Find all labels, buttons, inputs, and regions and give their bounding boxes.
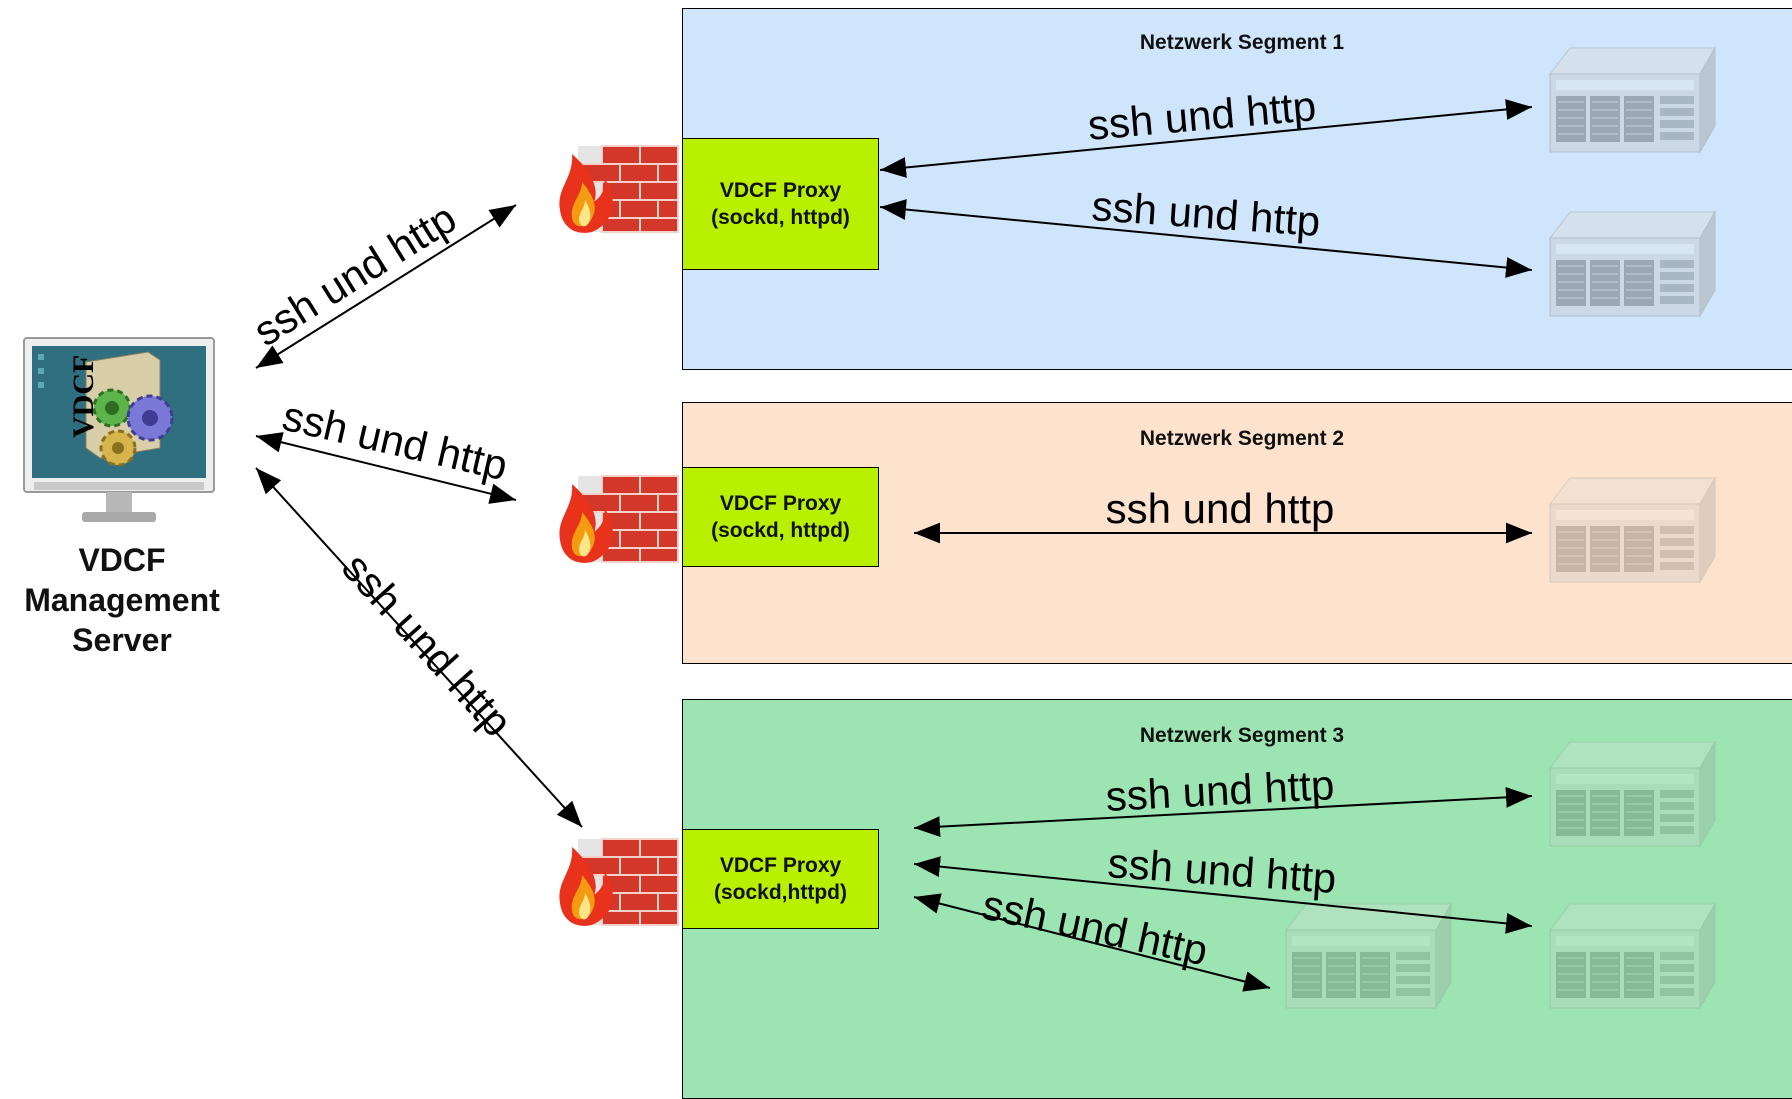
proxy-1-services: (sockd, httpd) (711, 206, 850, 229)
segment-1-server-1 (1549, 47, 1716, 153)
segment-3-proxy: VDCF Proxy (sockd,httpd) (682, 829, 879, 929)
seg1-link-arrow-1 (879, 99, 1533, 178)
management-server-icon: VDCF (23, 337, 215, 522)
management-server-label: VDCF Management Server (0, 540, 244, 660)
proxy-2-name: VDCF Proxy (719, 492, 842, 515)
proxy-3-name: VDCF Proxy (719, 854, 842, 877)
management-screen-text: VDCF (67, 355, 100, 438)
segment-2-server-1 (1549, 477, 1716, 583)
segment-1-server-2 (1549, 211, 1716, 317)
uplink-arrow-3 (255, 467, 583, 828)
segment-2-proxy: VDCF Proxy (sockd, httpd) (682, 467, 879, 567)
firewall-icon-1 (558, 145, 679, 234)
firewall-icon-2 (558, 475, 679, 564)
seg3-link-arrow-1 (913, 786, 1533, 838)
segment-3-title: Netzwerk Segment 3 (1139, 724, 1345, 747)
management-label-line-1: VDCF (78, 542, 166, 578)
firewall-icon-3 (558, 838, 679, 927)
segment-3-server-1 (1549, 741, 1716, 847)
seg2-link-label-1: ssh und http (1105, 485, 1335, 532)
segment-3-server-3 (1285, 903, 1452, 1009)
proxy-2-services: (sockd, httpd) (711, 519, 850, 542)
proxy-1-name: VDCF Proxy (719, 179, 842, 202)
management-label-line-3: Server (72, 622, 172, 658)
segment-3-server-2 (1549, 903, 1716, 1009)
seg1-link-arrow-2 (879, 199, 1533, 278)
uplink-arrow-1 (255, 204, 517, 369)
segment-1-title: Netzwerk Segment 1 (1139, 31, 1345, 54)
seg3-link-arrow-3 (913, 893, 1271, 992)
segment-1-proxy: VDCF Proxy (sockd, httpd) (682, 138, 879, 270)
proxy-3-services: (sockd,httpd) (714, 881, 847, 904)
management-label-line-2: Management (24, 582, 220, 618)
segment-2-title: Netzwerk Segment 2 (1139, 427, 1345, 450)
